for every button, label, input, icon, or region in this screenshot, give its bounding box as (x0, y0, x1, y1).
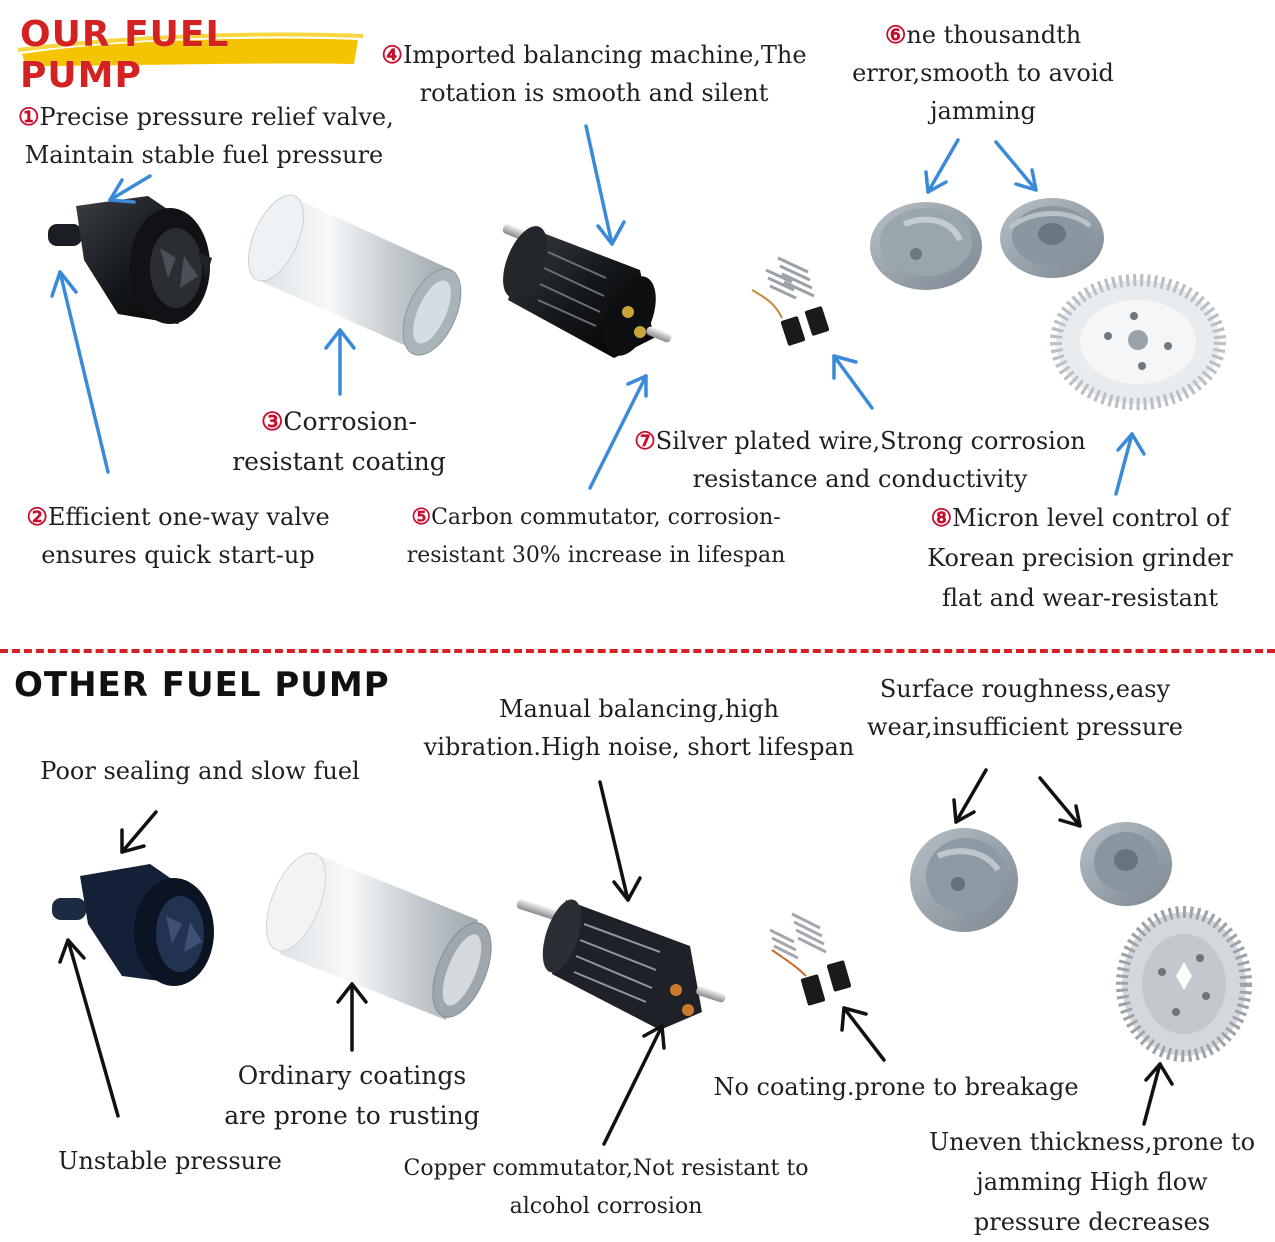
check-valve-part (48, 196, 212, 324)
label-copper-commutator: Copper commutator,Not resistant to alcoh… (403, 1156, 809, 1219)
steel-sleeve-part (248, 194, 462, 356)
pump-cover-part-1 (870, 202, 982, 290)
label-micron-level: ⑧Micron level control of Korean precisio… (927, 503, 1233, 612)
section-divider (0, 649, 1275, 653)
arrow-copper-commutator (602, 1024, 666, 1146)
label-thousandth-error: ⑥ne thousandth error,smooth to avoid jam… (852, 20, 1114, 125)
other-pump-cover-part-2 (1080, 822, 1172, 906)
other-steel-sleeve-part (265, 852, 492, 1020)
our-fuel-pump-heading: OUR FUEL PUMP (18, 10, 363, 96)
number-7-badge: ⑦ (634, 426, 656, 455)
arrow-manual-balancing (598, 780, 642, 902)
label-balancing-machine: ④Imported balancing machine,The rotation… (381, 40, 807, 107)
arrow-balancing (584, 124, 626, 246)
arrow-cover-left (924, 138, 960, 194)
arrow-cover-right (994, 140, 1038, 192)
arrow-uneven-thickness (1142, 1062, 1174, 1126)
arrow-silver-wire (832, 354, 874, 410)
arrow-no-coating (840, 1006, 886, 1062)
label-coating: ③Corrosion- resistant coating (232, 407, 446, 476)
label-ordinary-coatings: Ordinary coatings are prone to rusting (224, 1061, 480, 1130)
arrow-roughness-left (952, 768, 988, 824)
pump-cover-part-2 (1000, 198, 1104, 278)
arrow-roughness-right (1038, 776, 1082, 828)
other-armature-part (516, 899, 726, 1030)
other-impeller-part (1116, 906, 1252, 1062)
arrow-coating (324, 328, 356, 396)
carbon-brushes-part (751, 256, 830, 346)
number-8-badge: ⑧ (930, 503, 953, 532)
label-silver-wire: ⑦Silver plated wire,Strong corrosion res… (634, 426, 1086, 493)
other-pump-cover-part-1 (910, 828, 1018, 932)
label-unstable-pressure: Unstable pressure (58, 1147, 282, 1175)
label-carbon-commutator: ⑤Carbon commutator, corrosion- resistant… (406, 504, 786, 568)
other-check-valve-part (52, 864, 214, 986)
label-relief-valve: ①Precise pressure relief valve, Maintain… (18, 102, 394, 169)
label-one-way-valve: ②Efficient one-way valve ensures quick s… (26, 502, 330, 569)
arrow-poor-sealing (120, 810, 158, 854)
arrow-one-way-valve (50, 270, 110, 474)
number-6-badge: ⑥ (884, 20, 907, 49)
other-fuel-pump-title: OTHER FUEL PUMP (14, 665, 390, 705)
impeller-part (1050, 274, 1226, 410)
arrow-commutator (588, 374, 648, 490)
number-5-badge: ⑤ (411, 504, 432, 530)
arrow-impeller (1114, 432, 1146, 496)
label-uneven-thickness: Uneven thickness,prone to jamming High f… (928, 1128, 1256, 1236)
label-poor-sealing: Poor sealing and slow fuel (40, 757, 360, 785)
label-surface-roughness: Surface roughness,easy wear,insufficient… (866, 675, 1183, 741)
our-fuel-pump-title: OUR FUEL PUMP (20, 14, 230, 96)
armature-part (502, 224, 672, 358)
number-1-badge: ① (18, 102, 40, 131)
label-manual-balancing: Manual balancing,high vibration.High noi… (423, 695, 855, 761)
number-3-badge: ③ (261, 407, 284, 436)
number-4-badge: ④ (381, 40, 403, 69)
yellow-highlight-swoosh (18, 32, 363, 66)
arrow-relief-valve (108, 174, 152, 204)
label-no-coating: No coating.prone to breakage (713, 1073, 1079, 1101)
arrow-unstable-pressure (58, 938, 120, 1118)
other-carbon-brushes-part (769, 912, 852, 1006)
arrow-ordinary-coating (336, 982, 368, 1052)
number-2-badge: ② (26, 502, 48, 531)
